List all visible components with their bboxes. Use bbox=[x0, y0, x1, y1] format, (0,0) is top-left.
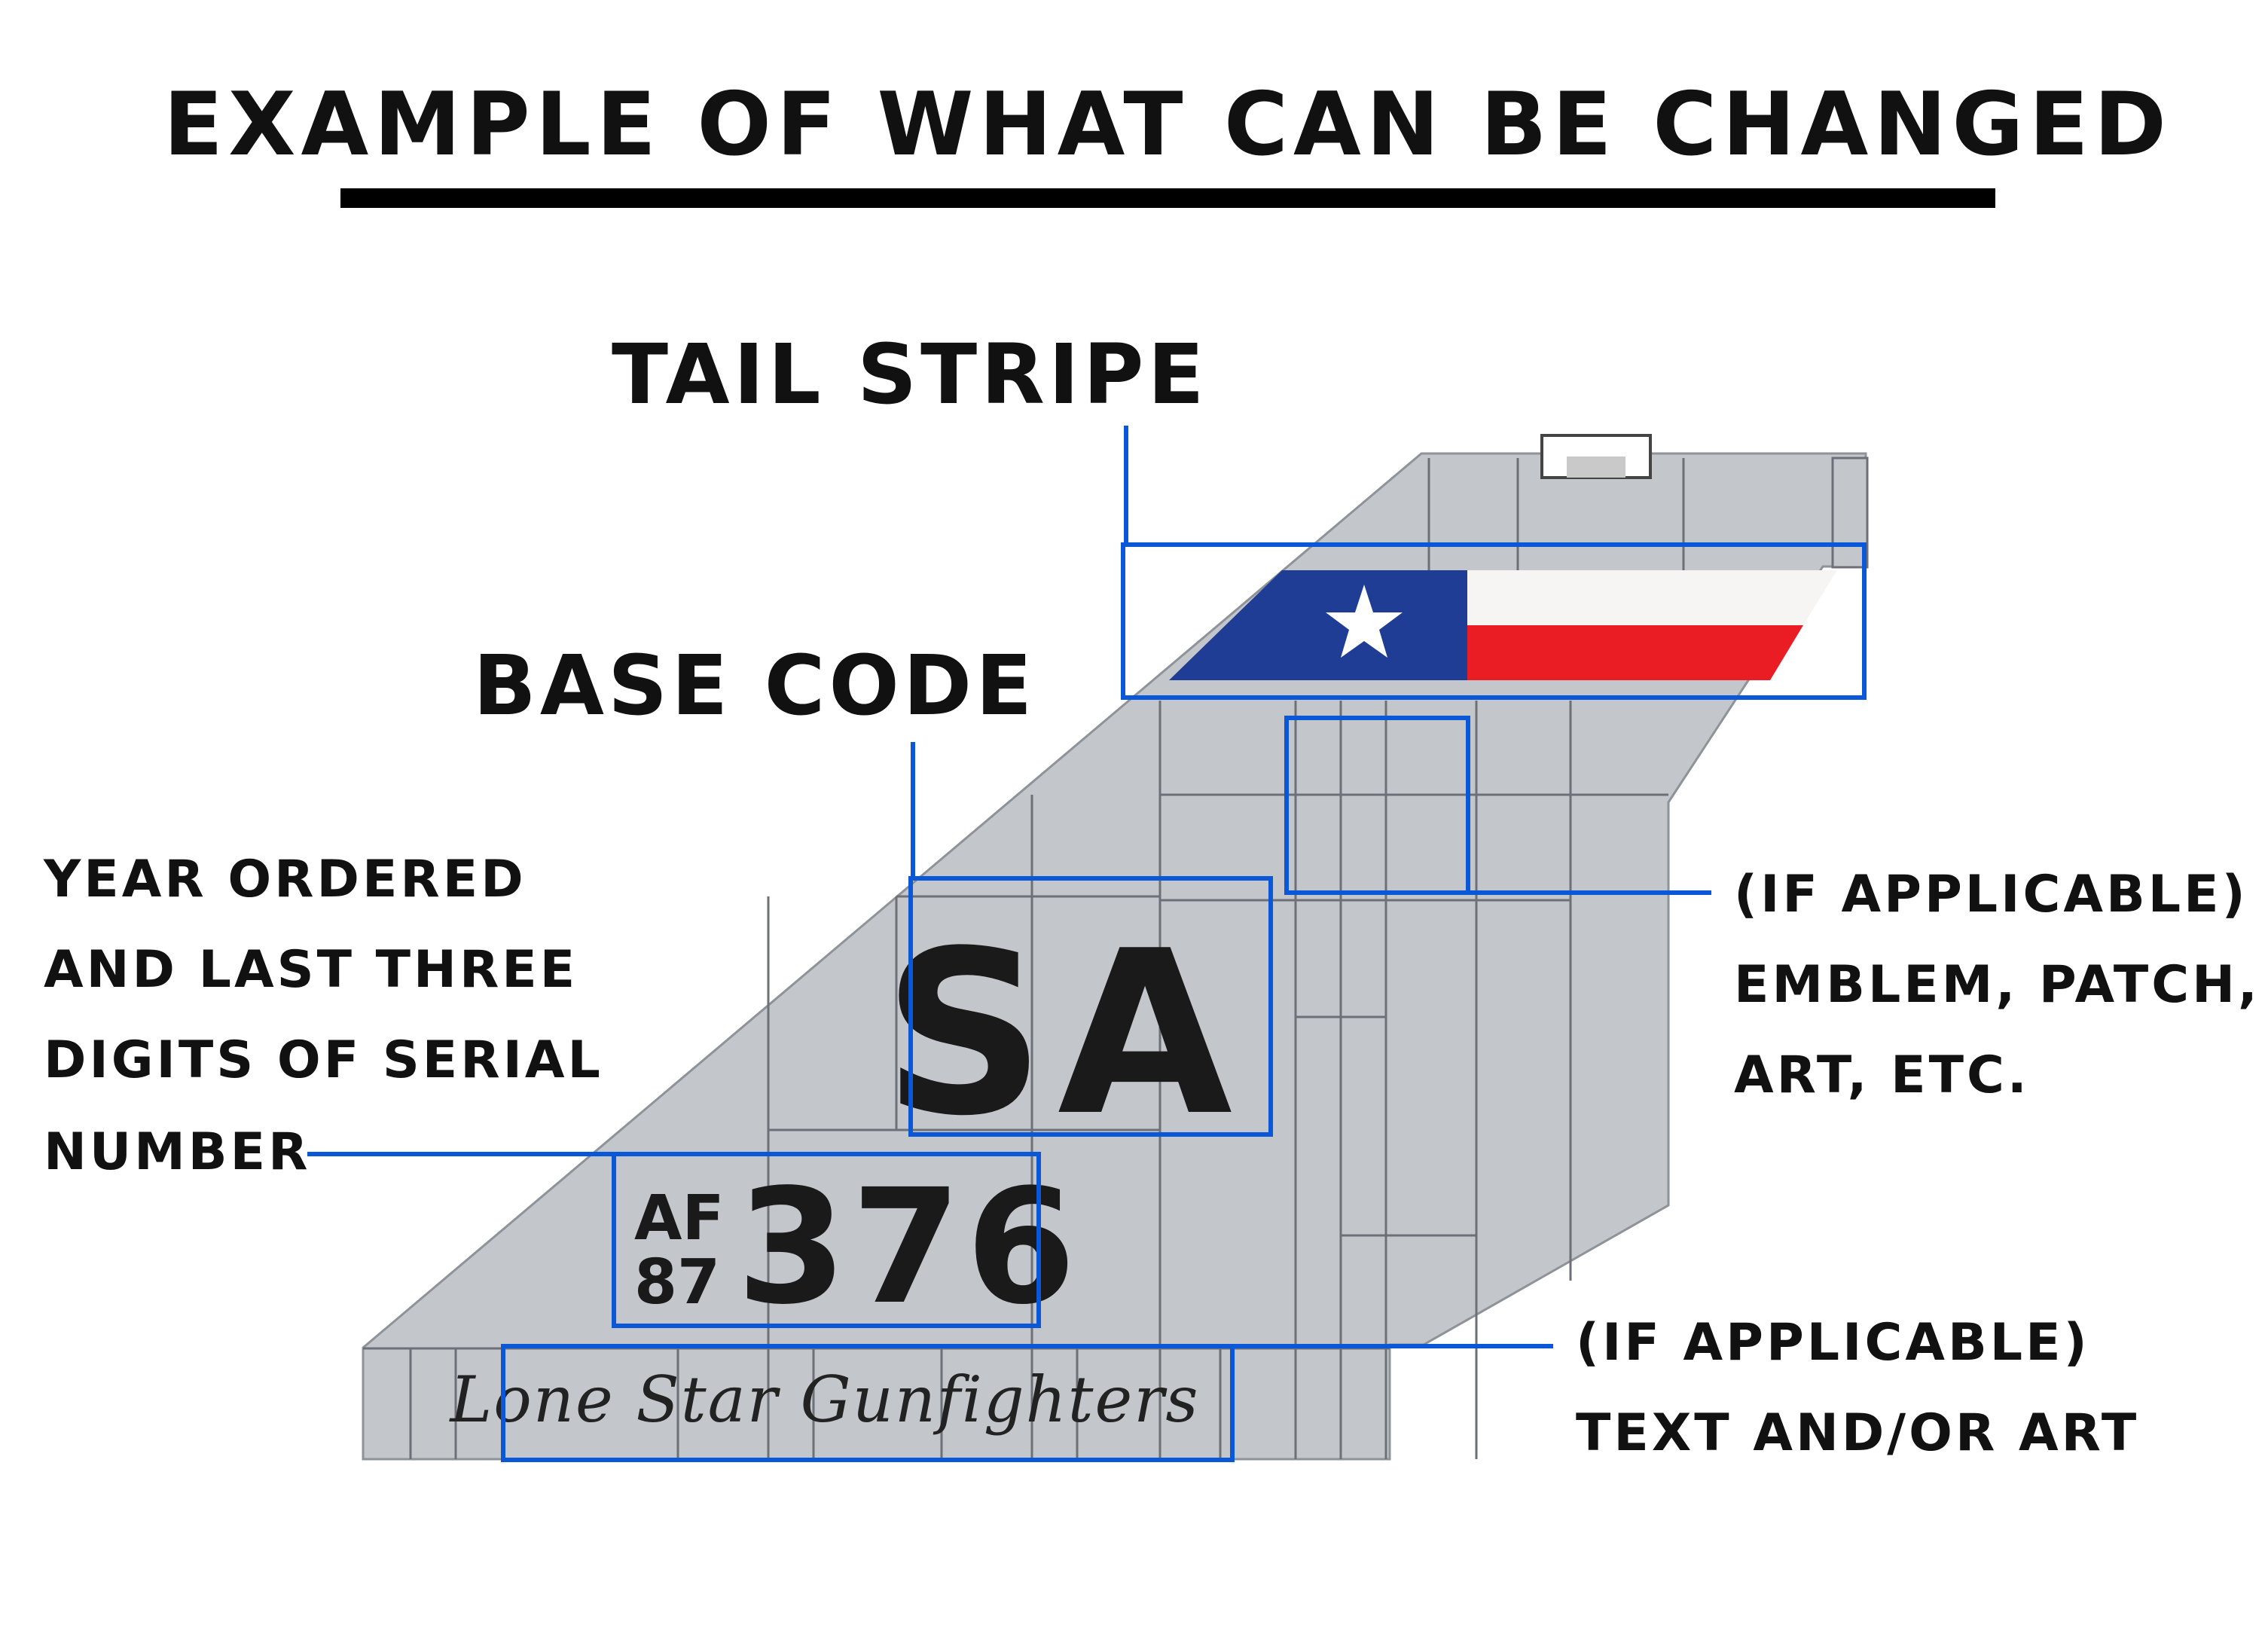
svg-text:YEAR ORDERED: YEAR ORDERED bbox=[43, 850, 527, 909]
emblem-callout-box bbox=[1284, 716, 1470, 895]
flag-white-band bbox=[1467, 570, 1837, 625]
flag-blue-field bbox=[1169, 570, 1467, 680]
serial-year: 87 bbox=[634, 1247, 720, 1318]
emblem-label: (IF APPLICABLE) EMBLEM, PATCH, ART, ETC. bbox=[1734, 865, 2260, 1105]
serial-callout-box bbox=[612, 1152, 1041, 1328]
panel-lines bbox=[363, 458, 1685, 1459]
star-icon bbox=[1326, 585, 1403, 658]
nickname-text: Lone Star Gunfighters bbox=[449, 1363, 1200, 1437]
text-art-callout-box bbox=[501, 1344, 1235, 1462]
base-code-callout-box bbox=[908, 876, 1273, 1137]
svg-text:(IF APPLICABLE): (IF APPLICABLE) bbox=[1576, 1313, 2090, 1373]
tail-stripe-callout-box bbox=[1121, 542, 1867, 700]
svg-text:AND LAST THREE: AND LAST THREE bbox=[44, 940, 578, 1000]
svg-text:TEXT AND/OR ART: TEXT AND/OR ART bbox=[1576, 1403, 2139, 1463]
text-art-label: (IF APPLICABLE) TEXT AND/OR ART bbox=[1576, 1313, 2139, 1463]
title-underline bbox=[340, 188, 1995, 208]
flag-red-band bbox=[1467, 625, 1803, 680]
svg-text:ART, ETC.: ART, ETC. bbox=[1734, 1046, 2030, 1105]
serial-number: 376 bbox=[737, 1155, 1080, 1339]
svg-text:EMBLEM, PATCH,: EMBLEM, PATCH, bbox=[1734, 955, 2260, 1015]
svg-text:NUMBER: NUMBER bbox=[44, 1122, 310, 1182]
tail-light-lens bbox=[1567, 457, 1625, 478]
rudder-strip bbox=[1831, 457, 1869, 569]
base-code-letters: SA bbox=[883, 902, 1244, 1165]
tail-stripe-label: TAIL STRIPE bbox=[612, 326, 1208, 423]
svg-text:DIGITS OF SERIAL: DIGITS OF SERIAL bbox=[44, 1031, 603, 1090]
serial-prefix: AF bbox=[634, 1183, 724, 1254]
base-code-label: BASE CODE bbox=[473, 637, 1036, 734]
tail-stripe-flag bbox=[1169, 570, 1837, 680]
svg-text:(IF APPLICABLE): (IF APPLICABLE) bbox=[1734, 865, 2248, 924]
serial-label: YEAR ORDERED AND LAST THREE DIGITS OF SE… bbox=[43, 850, 603, 1182]
page-title: EXAMPLE OF WHAT CAN BE CHANGED bbox=[163, 74, 2172, 176]
